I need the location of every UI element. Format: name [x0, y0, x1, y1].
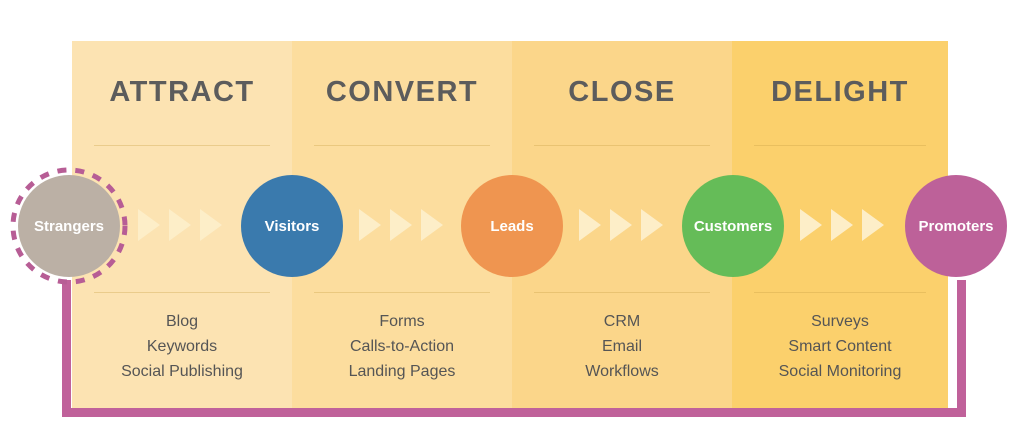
- chevron-right-icon: [138, 209, 160, 241]
- stage-divider: [754, 292, 926, 293]
- tool-item: Workflows: [585, 363, 659, 380]
- persona-leads: Leads: [461, 175, 563, 277]
- persona-label: Visitors: [264, 217, 320, 235]
- chevron-right-icon: [800, 209, 822, 241]
- chevron-right-icon: [200, 209, 222, 241]
- tool-item: Forms: [379, 313, 425, 330]
- chevron-right-icon: [359, 209, 381, 241]
- chevron-right-icon: [579, 209, 601, 241]
- chevron-right-icon: [390, 209, 412, 241]
- stage-tools-list: Blog Keywords Social Publishing: [72, 309, 292, 384]
- stage-divider: [94, 292, 270, 293]
- feedback-loop-connector: [62, 280, 966, 417]
- chevron-right-icon: [169, 209, 191, 241]
- persona-label: Promoters: [918, 217, 994, 235]
- persona-label: Strangers: [33, 217, 105, 235]
- persona-promoters: Promoters: [905, 175, 1007, 277]
- stage-title: CLOSE: [568, 76, 676, 108]
- persona-customers: Customers: [682, 175, 784, 277]
- tool-item: Social Publishing: [121, 363, 243, 380]
- stage-title: DELIGHT: [771, 76, 909, 108]
- stage-divider: [754, 145, 926, 146]
- persona-label: Leads: [490, 217, 534, 235]
- stage-divider: [534, 292, 710, 293]
- persona-label: Customers: [693, 217, 773, 235]
- chevron-right-icon: [862, 209, 884, 241]
- tool-item: Smart Content: [788, 338, 892, 355]
- stage-divider: [94, 145, 270, 146]
- stage-tools-list: CRM Email Workflows: [512, 309, 732, 384]
- chevron-right-icon: [421, 209, 443, 241]
- dashed-ring-icon: [10, 167, 128, 285]
- stage-tools-list: Forms Calls-to-Action Landing Pages: [292, 309, 512, 384]
- chevron-right-icon: [610, 209, 632, 241]
- tool-item: CRM: [603, 313, 641, 330]
- tool-item: Email: [601, 338, 642, 355]
- tool-item: Surveys: [811, 313, 869, 330]
- chevron-right-icon: [831, 209, 853, 241]
- persona-strangers: Strangers: [18, 175, 120, 277]
- chevron-right-icon: [641, 209, 663, 241]
- stage-title: ATTRACT: [109, 76, 255, 108]
- tool-item: Calls-to-Action: [349, 338, 455, 355]
- tool-item: Keywords: [146, 338, 218, 355]
- stage-title: CONVERT: [325, 76, 479, 108]
- tool-item: Landing Pages: [348, 363, 456, 380]
- persona-visitors: Visitors: [241, 175, 343, 277]
- stage-divider: [314, 145, 490, 146]
- stage-tools-list: Surveys Smart Content Social Monitoring: [732, 309, 948, 384]
- stage-divider: [534, 145, 710, 146]
- tool-item: Social Monitoring: [778, 363, 902, 380]
- tool-item: Blog: [165, 313, 199, 330]
- stage-divider: [314, 292, 490, 293]
